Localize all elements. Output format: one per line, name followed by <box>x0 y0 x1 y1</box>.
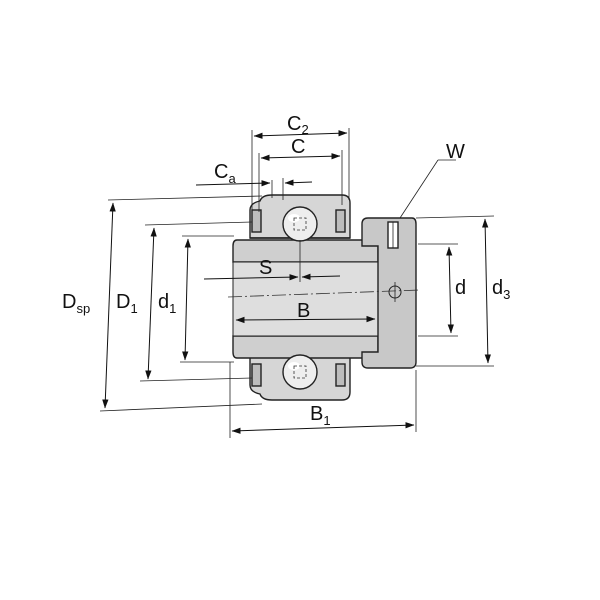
ball-bottom <box>282 354 318 390</box>
inner-ring-top <box>232 239 379 263</box>
label-b: B <box>297 300 310 322</box>
dim-line-ca <box>195 180 271 187</box>
ball-top <box>282 206 318 242</box>
inner-ring-bottom <box>232 335 379 359</box>
label-b1: B1 <box>310 403 331 428</box>
inner-ring <box>232 239 379 359</box>
dim-line-d3 <box>482 218 491 364</box>
seal-top-left <box>251 209 262 233</box>
label-d1-inner: d1 <box>158 291 176 316</box>
dim-line-dsp <box>102 202 116 409</box>
dim-line-b1 <box>231 422 415 434</box>
dim-line-d1-inner <box>182 238 191 361</box>
seal-bottom-left <box>251 363 262 387</box>
label-c2: C2 <box>287 113 309 137</box>
dim-line-b <box>235 315 376 324</box>
seal-top-right <box>335 209 346 233</box>
label-dsp: Dsp <box>62 291 90 316</box>
label-ca: Ca <box>214 161 236 186</box>
label-c: C <box>291 136 305 158</box>
label-d: d <box>455 277 466 299</box>
dim-line-d1-outer <box>145 227 157 380</box>
dimension-lines <box>102 130 491 434</box>
ball-bottom-center-mark <box>293 365 307 379</box>
extension-lines <box>99 128 495 438</box>
dim-line-c <box>260 153 341 161</box>
label-d1-outer: D1 <box>116 291 138 316</box>
dimension-labels: C2 C Ca W Dsp D1 d1 S B d d3 B1 <box>62 113 510 428</box>
dim-line-s <box>203 274 299 281</box>
seal-bottom-right <box>335 363 346 387</box>
ball-top-center-mark <box>293 217 307 231</box>
label-d3: d3 <box>492 277 510 302</box>
shaft-center-line <box>227 289 421 298</box>
dim-line-c2 <box>253 130 348 139</box>
label-s: S <box>259 257 272 279</box>
dim-line-d <box>446 246 454 334</box>
label-w: W <box>446 141 465 163</box>
bore <box>232 261 379 337</box>
locking-collar <box>361 217 417 369</box>
